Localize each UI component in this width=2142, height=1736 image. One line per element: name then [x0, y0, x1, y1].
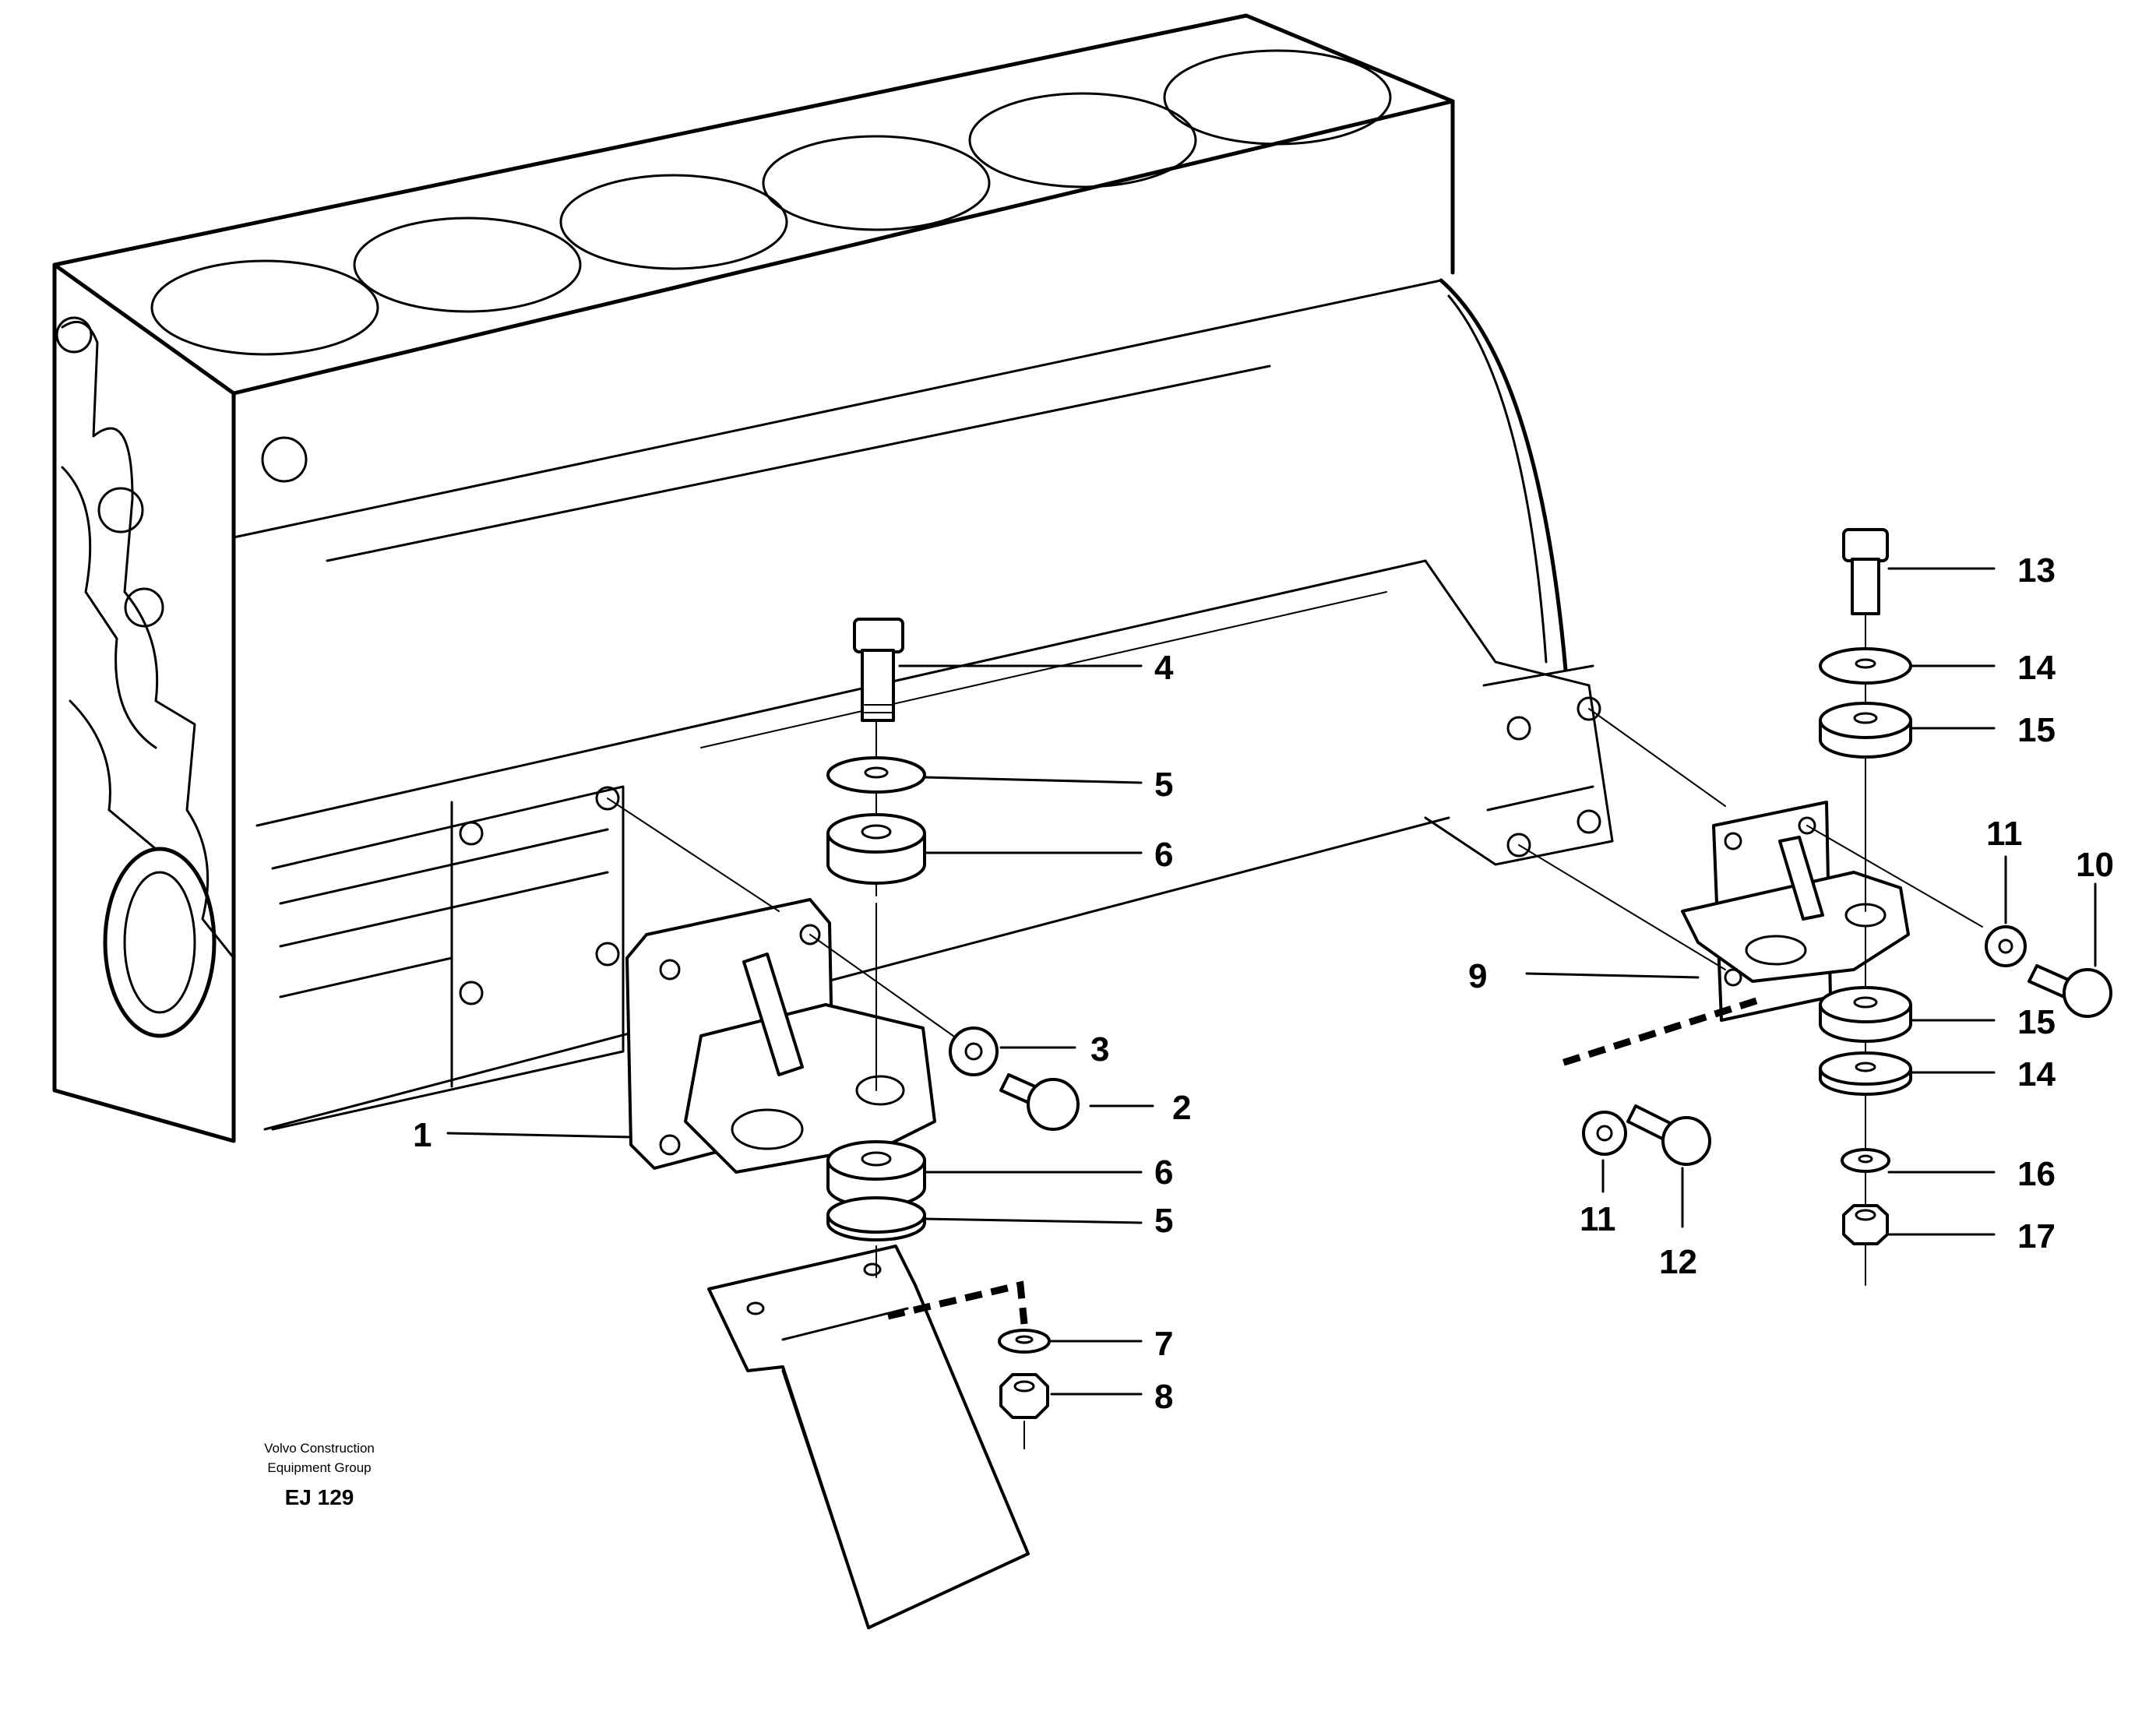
credit-line-1: Volvo Construction — [264, 1441, 375, 1456]
nut-8 — [999, 1373, 1049, 1449]
leader-lines — [446, 567, 2097, 1396]
callout-3: 3 — [1090, 1030, 1109, 1069]
bolt-2 — [999, 1073, 1080, 1131]
callout-16: 16 — [2017, 1155, 2056, 1193]
cylinder-bores — [150, 49, 1392, 356]
washer-7 — [998, 1329, 1051, 1354]
washer-14-lower — [1819, 1051, 1912, 1096]
nut-17 — [1842, 1204, 1889, 1278]
washer-14-upper — [1819, 647, 1912, 685]
callout-4: 4 — [1154, 649, 1174, 687]
washer-11-left — [1582, 1111, 1627, 1156]
callout-2: 2 — [1172, 1089, 1191, 1127]
cushion-6-lower — [826, 1140, 926, 1208]
callout-10: 10 — [2076, 846, 2114, 884]
engine-block — [52, 13, 1614, 1143]
rear-mount-assembly — [1518, 528, 2112, 1286]
callout-6-lower: 6 — [1154, 1153, 1173, 1192]
washer-11-right — [1985, 925, 2027, 967]
callout-17: 17 — [2017, 1217, 2056, 1255]
frame-support — [707, 1245, 1030, 1629]
callout-5-lower: 5 — [1154, 1202, 1173, 1240]
front-mount-assembly — [607, 618, 1080, 1629]
cushion-15-lower — [1819, 986, 1912, 1043]
bolt-4 — [853, 618, 904, 722]
callout-13: 13 — [2017, 551, 2056, 590]
callout-11-left: 11 — [1580, 1200, 1616, 1238]
bracket-9 — [1681, 801, 1910, 1022]
bolt-10 — [2028, 964, 2112, 1018]
washer-16 — [1841, 1148, 1890, 1173]
callout-12: 12 — [1659, 1243, 1697, 1281]
credit-block: Volvo Construction Equipment Group EJ 12… — [264, 1441, 375, 1509]
bracket-1 — [625, 898, 936, 1174]
callout-6-upper: 6 — [1154, 836, 1173, 874]
callout-11-right: 11 — [1986, 815, 2023, 853]
bolt-12 — [1626, 1104, 1711, 1166]
callout-14-upper: 14 — [2017, 649, 2056, 687]
washer-5-upper — [826, 756, 926, 794]
drawing-code: EJ 129 — [285, 1485, 354, 1509]
callout-14-lower: 14 — [2017, 1055, 2056, 1093]
callout-7: 7 — [1154, 1325, 1173, 1363]
bolt-13 — [1842, 528, 1889, 615]
callout-15-upper: 15 — [2017, 711, 2056, 749]
callout-labels: 1 2 3 4 5 6 5 6 7 8 9 10 11 11 12 13 14 … — [413, 551, 2114, 1416]
credit-line-2: Equipment Group — [267, 1460, 371, 1475]
cushion-15-upper — [1819, 702, 1912, 759]
callout-5-upper: 5 — [1154, 766, 1173, 804]
callout-15-lower: 15 — [2017, 1003, 2056, 1041]
washer-5-lower — [826, 1196, 926, 1241]
washer-3 — [949, 1026, 999, 1076]
callout-1: 1 — [413, 1116, 432, 1154]
cushion-6-upper — [826, 813, 926, 885]
callout-9: 9 — [1468, 957, 1487, 995]
callout-8: 8 — [1154, 1378, 1173, 1416]
